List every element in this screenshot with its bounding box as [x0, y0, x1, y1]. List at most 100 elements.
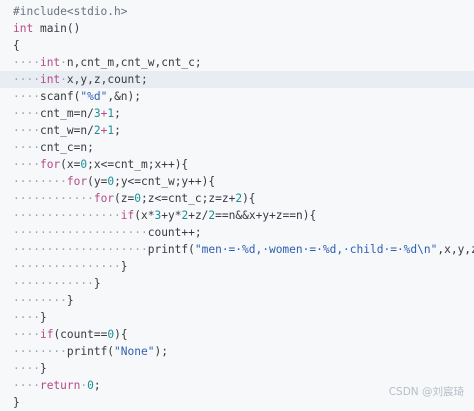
code-token: ==n&&x+y+z==n){ — [215, 209, 317, 222]
code-line: ········printf("None"); — [0, 343, 474, 360]
code-line: ····int·x,y,z,count; — [0, 71, 474, 88]
code-token: } — [39, 311, 47, 324]
code-line: ····int·n,cnt_m,cnt_w,cnt_c; — [0, 54, 474, 71]
code-token: +y* — [161, 209, 182, 222]
code-token: main() — [33, 22, 81, 35]
code-token: 3 — [93, 107, 101, 120]
code-token: x,y,z,count; — [66, 73, 148, 86]
code-line: ····cnt_m=n/3+1; — [0, 105, 474, 122]
code-token: printf( — [147, 243, 195, 256]
code-token: ){ — [242, 192, 256, 205]
indent-marker: ···· — [13, 141, 40, 154]
indent-marker: · — [60, 56, 67, 69]
code-token: 3 — [154, 209, 162, 222]
indent-marker: ········ — [13, 294, 67, 307]
indent-marker: ···· — [13, 328, 40, 341]
code-token: 1 — [107, 124, 115, 137]
code-token: ;x<=cnt_m;x++){ — [87, 158, 189, 171]
code-token: ,x,y,z); — [437, 243, 474, 256]
code-token: int — [39, 73, 61, 86]
code-line: ····cnt_w=n/2+1; — [0, 122, 474, 139]
code-token: + — [100, 107, 108, 120]
indent-marker: ················ — [13, 260, 121, 273]
code-token: } — [13, 396, 20, 409]
code-token: 0 — [87, 379, 94, 392]
code-token: 2 — [208, 209, 216, 222]
code-token: count++; — [147, 226, 202, 239]
code-token: } — [120, 260, 128, 273]
watermark: CSDN @刘宸琦 — [388, 386, 464, 398]
code-token: 0 — [107, 328, 115, 341]
code-token: (y= — [87, 175, 108, 188]
code-token: } — [66, 294, 74, 307]
code-token: if — [120, 209, 135, 222]
code-token: ;y<=cnt_w;y++){ — [114, 175, 216, 188]
code-token: for — [66, 175, 88, 188]
code-token: 2 — [235, 192, 243, 205]
code-token: int — [13, 22, 34, 35]
code-line: ············} — [0, 275, 474, 292]
code-line: ····scanf("%d",&n); — [0, 88, 474, 105]
code-token: +z/ — [188, 209, 209, 222]
indent-marker: ···· — [13, 56, 40, 69]
indent-marker: ···················· — [13, 243, 148, 256]
indent-marker: ···· — [13, 124, 40, 137]
code-token: 2 — [181, 209, 189, 222]
indent-marker: ···· — [13, 311, 40, 324]
indent-marker: ···· — [13, 107, 40, 120]
code-token: printf( — [66, 345, 115, 358]
code-token: } — [39, 362, 47, 375]
code-token: 1 — [107, 107, 115, 120]
code-line: ····} — [0, 309, 474, 326]
indent-marker: ···· — [13, 362, 40, 375]
code-line: ············for(z=0;z<=cnt_c;z=z+2){ — [0, 190, 474, 207]
indent-marker: ················ — [13, 209, 121, 222]
code-token: (count== — [53, 328, 108, 341]
code-token: (x* — [134, 209, 155, 222]
code-token: cnt_c=n; — [39, 141, 94, 154]
indent-marker: ············ — [13, 192, 94, 205]
code-line: } — [0, 394, 474, 411]
code-token: cnt_m=n/ — [39, 107, 94, 120]
code-token: "men·=·%d,·women·=·%d,·child·=·%d\n" — [194, 243, 438, 256]
indent-marker: ···················· — [13, 226, 148, 239]
code-line: ················if(x*3+y*2+z/2==n&&x+y+z… — [0, 207, 474, 224]
code-line: ········} — [0, 292, 474, 309]
code-token: #include<stdio.h> — [13, 5, 128, 18]
indent-marker: ···· — [13, 158, 40, 171]
code-token: for — [93, 192, 115, 205]
code-token: ){ — [114, 328, 128, 341]
code-token: (x= — [60, 158, 81, 171]
code-token: if — [39, 328, 54, 341]
code-line: int main() — [0, 20, 474, 37]
indent-marker: ············ — [13, 277, 94, 290]
code-token: 0 — [80, 158, 88, 171]
code-line: { — [0, 37, 474, 54]
indent-marker: ········ — [13, 345, 67, 358]
code-token: ; — [114, 124, 121, 137]
code-token: cnt_w=n/ — [39, 124, 94, 137]
code-line: ····for(x=0;x<=cnt_m;x++){ — [0, 156, 474, 173]
code-token: { — [13, 39, 20, 52]
indent-marker: ···· — [13, 379, 40, 392]
indent-marker: ···· — [13, 73, 40, 86]
code-line: ····} — [0, 360, 474, 377]
code-line: ········for(y=0;y<=cnt_w;y++){ — [0, 173, 474, 190]
code-token: } — [93, 277, 101, 290]
code-token: return — [39, 379, 81, 392]
code-line: ····cnt_c=n; — [0, 139, 474, 156]
code-token: "None" — [114, 345, 155, 358]
code-line: ················} — [0, 258, 474, 275]
indent-marker: ········ — [13, 175, 67, 188]
code-token: 0 — [107, 175, 115, 188]
code-token: (z= — [114, 192, 135, 205]
code-token: for — [39, 158, 61, 171]
indent-marker: ···· — [13, 90, 40, 103]
code-line: ····················count++; — [0, 224, 474, 241]
code-line: ····················printf("men·=·%d,·wo… — [0, 241, 474, 258]
code-token: ;z<=cnt_c;z=z+ — [141, 192, 236, 205]
code-lines: #include<stdio.h> int main() { ····int·n,cn… — [0, 3, 474, 411]
code-token: ,&n); — [107, 90, 142, 103]
code-token: scanf( — [39, 90, 81, 103]
